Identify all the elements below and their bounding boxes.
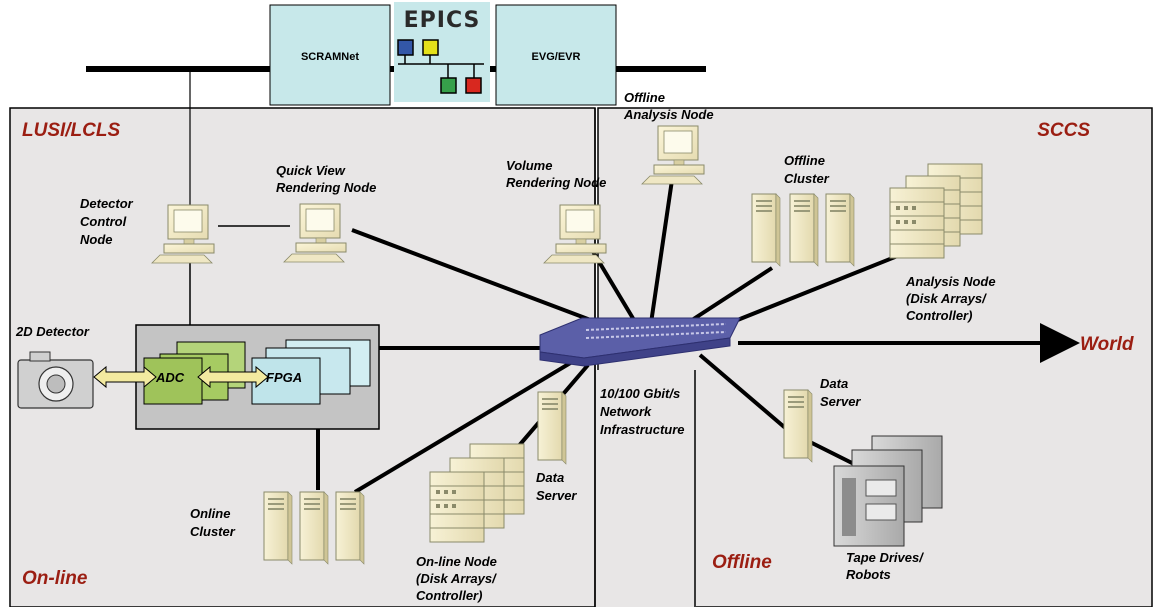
svg-text:Offline: Offline bbox=[624, 90, 665, 105]
volume-rendering-label: Volume Rendering Node bbox=[506, 158, 606, 190]
detector-control-label: Detector Control Node bbox=[80, 196, 134, 247]
evg-evr-label: EVG/EVR bbox=[532, 51, 581, 63]
svg-text:(Disk Arrays/: (Disk Arrays/ bbox=[906, 291, 987, 306]
region-label-offline: Offline bbox=[712, 552, 772, 573]
svg-text:Controller): Controller) bbox=[906, 308, 972, 323]
svg-text:Robots: Robots bbox=[846, 567, 891, 582]
link-data-server-right bbox=[698, 353, 792, 434]
svg-text:Volume: Volume bbox=[506, 158, 552, 173]
svg-text:Rendering Node: Rendering Node bbox=[276, 180, 376, 195]
evg-evr-box bbox=[495, 4, 617, 106]
svg-text:10/100 Gbit/s: 10/100 Gbit/s bbox=[600, 386, 680, 401]
tape-drives-label: Tape Drives/ Robots bbox=[846, 550, 924, 582]
data-server-left-icon bbox=[537, 391, 567, 465]
adc-label: ADC bbox=[155, 370, 185, 385]
svg-text:Network: Network bbox=[600, 404, 652, 419]
epics-logo: EPICS bbox=[394, 2, 490, 102]
svg-text:Cluster: Cluster bbox=[784, 171, 830, 186]
online-cluster-label: Online Cluster bbox=[190, 506, 236, 539]
online-cluster-icon bbox=[263, 491, 365, 565]
offline-cluster-icon bbox=[751, 193, 855, 267]
arrow-adc-fpga bbox=[197, 365, 269, 389]
svg-text:Server: Server bbox=[536, 488, 577, 503]
svg-text:Detector: Detector bbox=[80, 196, 134, 211]
svg-text:(Disk Arrays/: (Disk Arrays/ bbox=[416, 571, 497, 586]
svg-text:Node: Node bbox=[80, 232, 113, 247]
svg-text:Tape Drives/: Tape Drives/ bbox=[846, 550, 924, 565]
analysis-node-label: Analysis Node (Disk Arrays/ Controller) bbox=[905, 274, 996, 323]
link-quickview bbox=[351, 228, 626, 335]
svg-text:Controller): Controller) bbox=[416, 588, 482, 603]
data-server-right-label: Data Server bbox=[820, 376, 861, 409]
data-server-right-icon bbox=[783, 389, 813, 463]
offline-analysis-label: Offline Analysis Node bbox=[623, 90, 714, 122]
camera-icon bbox=[17, 351, 94, 409]
fpga-label: FPGA bbox=[266, 370, 302, 385]
data-server-left-label: Data Server bbox=[536, 470, 577, 503]
svg-text:Data: Data bbox=[820, 376, 848, 391]
region-divider-cover bbox=[596, 370, 696, 607]
link-online-cluster bbox=[353, 360, 574, 494]
svg-text:Offline: Offline bbox=[784, 153, 825, 168]
svg-text:On-line Node: On-line Node bbox=[416, 554, 497, 569]
link-offline-analysis bbox=[648, 179, 674, 331]
scramnet-box bbox=[269, 4, 391, 106]
svg-text:Infrastructure: Infrastructure bbox=[600, 422, 685, 437]
svg-text:Rendering Node: Rendering Node bbox=[506, 175, 606, 190]
arrow-detector-adc bbox=[93, 365, 157, 389]
svg-text:Analysis Node: Analysis Node bbox=[905, 274, 996, 289]
svg-text:Online: Online bbox=[190, 506, 230, 521]
quick-view-label: Quick View Rendering Node bbox=[276, 163, 376, 195]
svg-text:Control: Control bbox=[80, 214, 127, 229]
svg-text:Server: Server bbox=[820, 394, 861, 409]
epics-text: EPICS bbox=[404, 8, 481, 33]
adc-chip bbox=[143, 341, 246, 405]
detector-2d-label: 2D Detector bbox=[15, 324, 90, 339]
network-switch-icon bbox=[539, 317, 741, 367]
svg-text:Data: Data bbox=[536, 470, 564, 485]
svg-text:Analysis Node: Analysis Node bbox=[623, 107, 714, 122]
region-label-lusi: LUSI/LCLS bbox=[22, 120, 120, 141]
region-label-sccs: SCCS bbox=[1037, 120, 1090, 141]
svg-text:Cluster: Cluster bbox=[190, 524, 236, 539]
offline-cluster-label: Offline Cluster bbox=[784, 153, 830, 186]
tape-drives-icon bbox=[833, 435, 943, 547]
scramnet-label: SCRAMNet bbox=[301, 51, 359, 63]
online-node-label: On-line Node (Disk Arrays/ Controller) bbox=[416, 554, 497, 603]
world-label: World bbox=[1080, 334, 1134, 355]
region-label-online: On-line bbox=[22, 568, 88, 589]
svg-text:Quick View: Quick View bbox=[276, 163, 346, 178]
network-label: 10/100 Gbit/s Network Infrastructure bbox=[600, 386, 685, 437]
